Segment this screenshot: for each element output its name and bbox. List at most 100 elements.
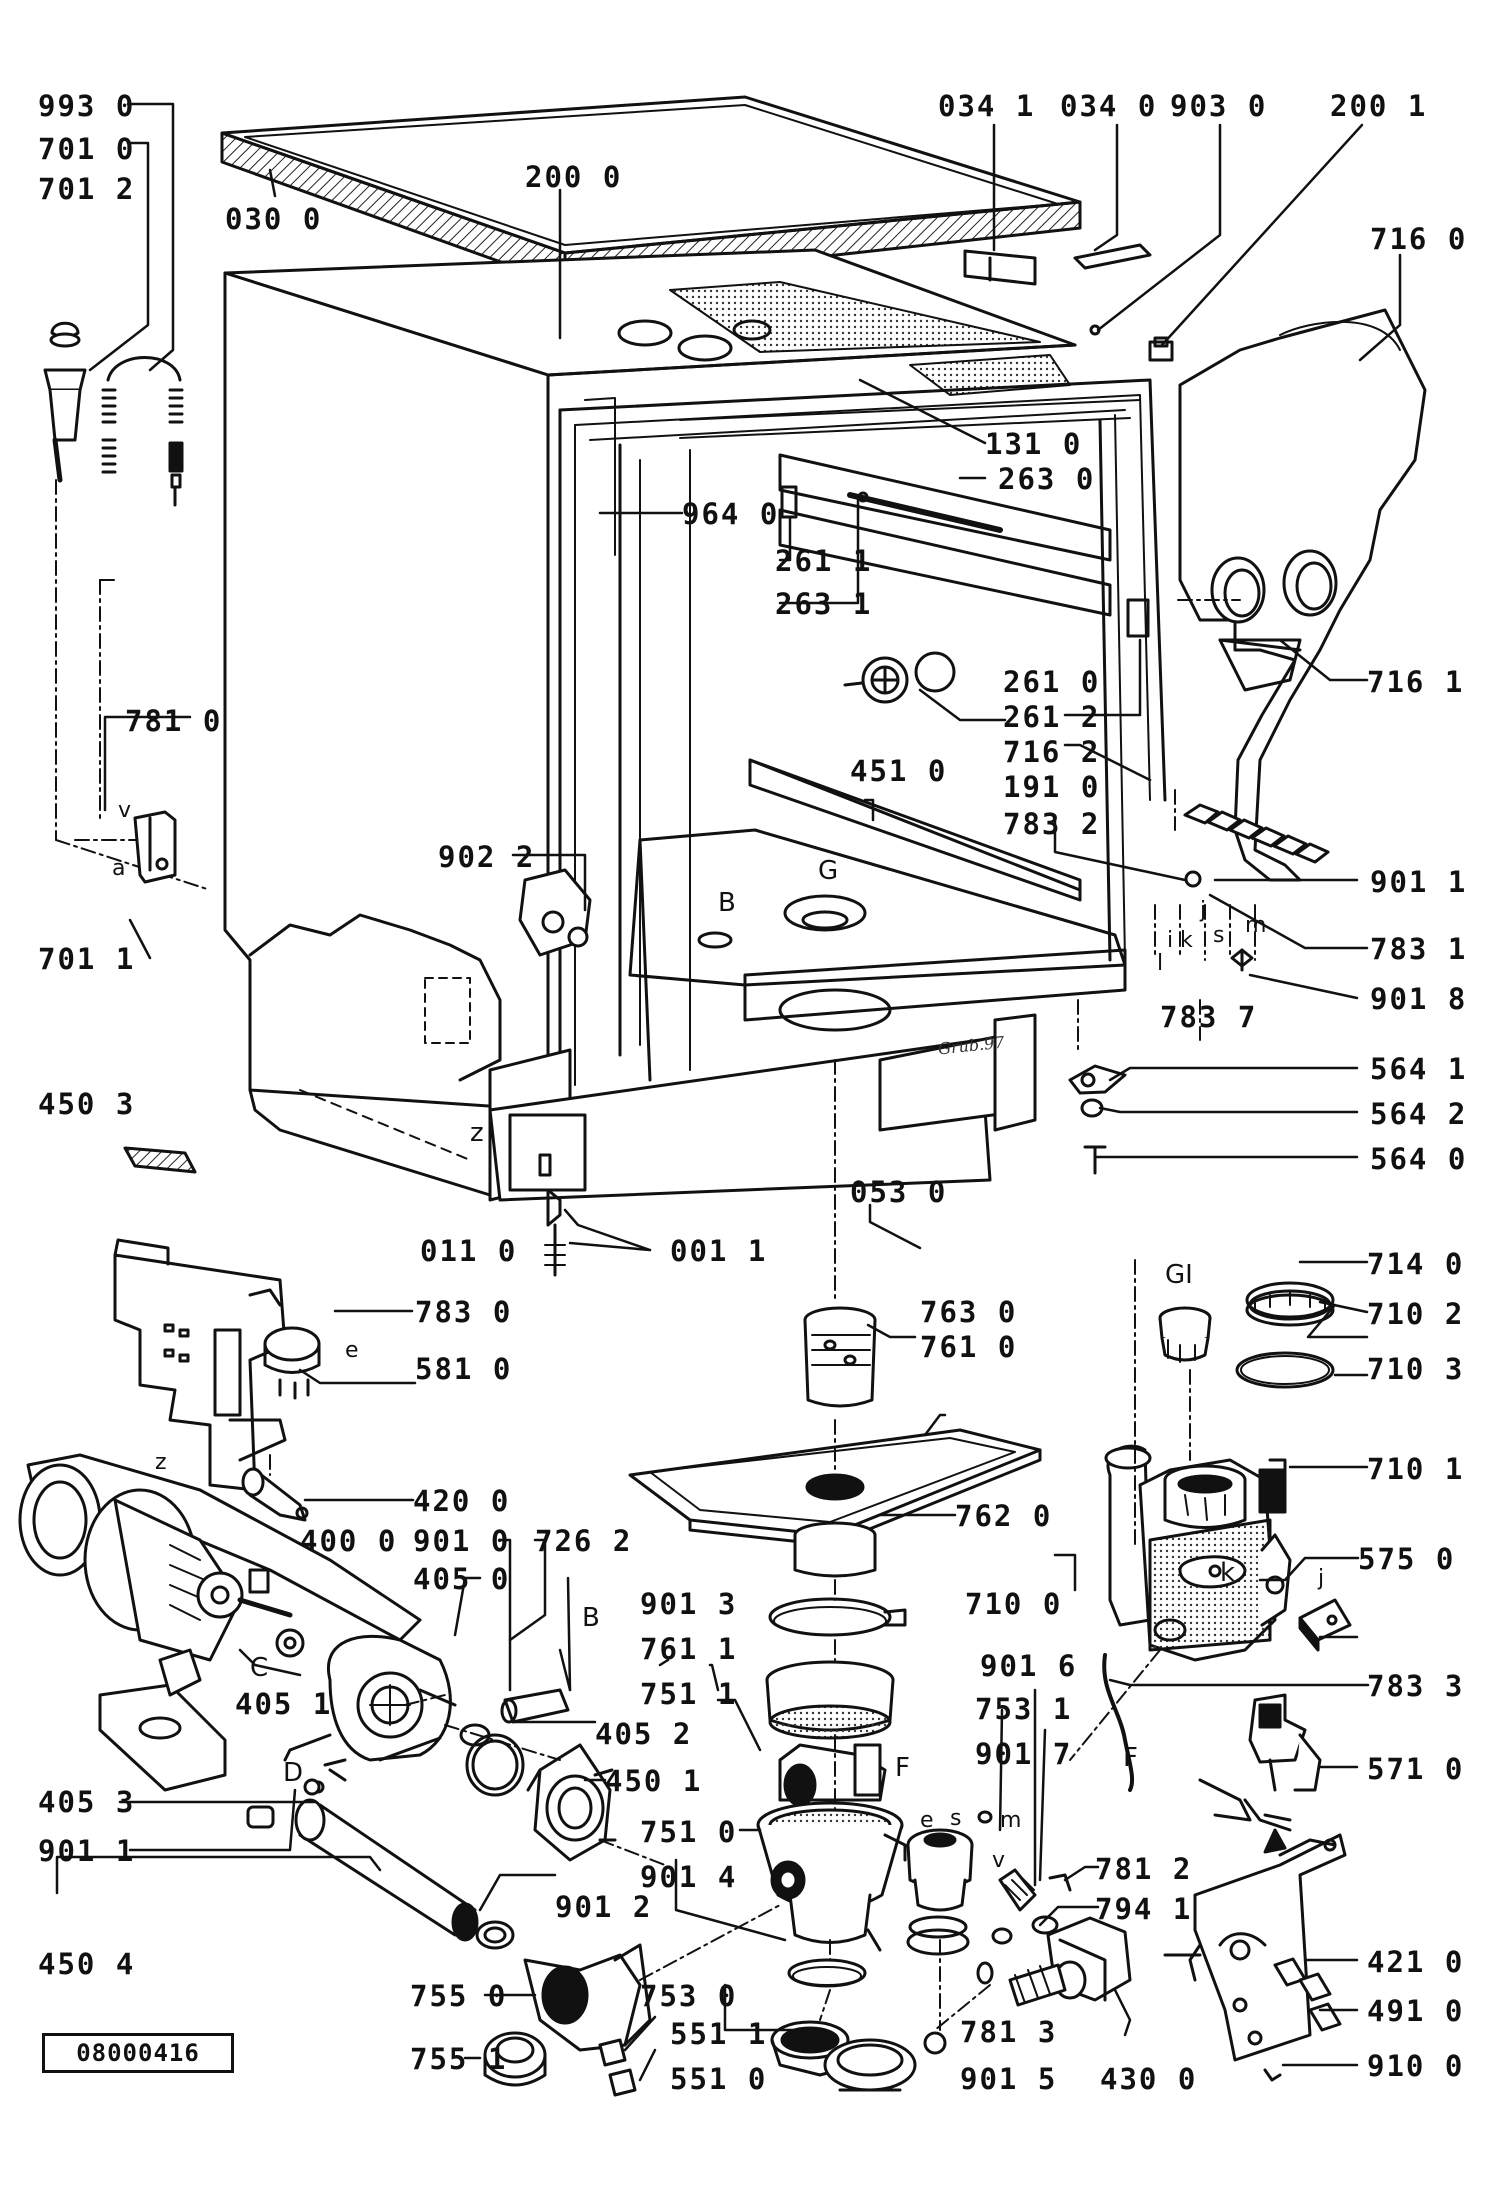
sump-housing — [756, 1743, 907, 1952]
ref-letter-i: i — [1167, 928, 1174, 953]
callout-001-1: 001 1 — [670, 1234, 768, 1268]
callout-716-1: 716 1 — [1367, 665, 1465, 699]
callout-716-2: 716 2 — [1003, 735, 1101, 769]
ref-letter-c: C — [250, 1653, 269, 1683]
ref-letter-e-top: e — [345, 1338, 359, 1363]
callout-551-0: 551 0 — [670, 2062, 768, 2096]
ref-letter-s-bottom: s — [950, 1806, 962, 1831]
drain-hose — [294, 1798, 479, 1942]
callout-581-0: 581 0 — [415, 1352, 513, 1386]
assembly-centerlines — [55, 479, 1256, 2031]
callout-753-0: 753 0 — [640, 1979, 738, 2013]
pump-seals — [246, 1688, 570, 1829]
callout-034-1: 034 1 — [938, 89, 1036, 123]
ventilation-grille — [123, 1146, 197, 1174]
callout-450-1: 450 1 — [605, 1764, 703, 1798]
ref-letter-b-top: B — [718, 888, 736, 918]
callout-901-0: 901 0 — [413, 1524, 511, 1558]
callout-783-7: 783 7 — [1160, 1000, 1258, 1034]
callout-405-0: 405 0 — [413, 1562, 511, 1596]
water-softener — [1104, 1444, 1292, 1662]
ref-letter-l: l — [1157, 951, 1164, 976]
ref-letter-z-bottom: z — [155, 1450, 167, 1475]
softener-connector — [1102, 1598, 1352, 1792]
cabinet-body — [223, 248, 1077, 1112]
callout-761-1: 761 1 — [640, 1632, 738, 1666]
callout-200-0: 200 0 — [525, 160, 623, 194]
drain-cap — [483, 2031, 547, 2087]
sump-ring-7611 — [765, 1660, 895, 1740]
pump-coupling — [526, 1743, 617, 1862]
callout-901-8: 901 8 — [1370, 982, 1468, 1016]
ref-letter-m-bottom: m — [1000, 1808, 1022, 1833]
ref-letter-gi: GI — [1165, 1260, 1193, 1290]
sump-seal-ring — [787, 1958, 867, 1988]
ref-letter-e-bottom: e — [920, 1808, 934, 1833]
inlet-hose-parts — [43, 321, 184, 884]
callout-701-1: 701 1 — [38, 942, 136, 976]
ref-letter-b-bottom: B — [582, 1603, 600, 1633]
ref-letter-k-bottom: k — [1220, 1558, 1236, 1588]
wash-motor — [18, 1453, 422, 1662]
callout-131-0: 131 0 — [985, 427, 1083, 461]
callout-901-3: 901 3 — [640, 1587, 738, 1621]
callout-993-0: 993 0 — [38, 89, 136, 123]
leader-lines — [55, 102, 1402, 2082]
callout-491-0: 491 0 — [1367, 1994, 1465, 2028]
callout-901-7: 901 7 — [975, 1737, 1073, 1771]
ref-letter-k-top: k — [1180, 928, 1193, 953]
spring-clips — [976, 1868, 1072, 1985]
callout-564-0: 564 0 — [1370, 1142, 1468, 1176]
ref-letter-d: D — [283, 1758, 304, 1788]
sump-base-7530 — [770, 2020, 947, 2092]
callout-261-0: 261 0 — [1003, 665, 1101, 699]
softener-ring — [1235, 1351, 1335, 1389]
callout-755-0: 755 0 — [410, 1979, 508, 2013]
callout-261-1: 261 1 — [775, 544, 873, 578]
callout-451-0: 451 0 — [850, 754, 948, 788]
terminal-connectors — [1183, 803, 1330, 972]
callout-726-2: 726 2 — [535, 1524, 633, 1558]
callout-714-0: 714 0 — [1367, 1247, 1465, 1281]
callout-405-1: 405 1 — [235, 1687, 333, 1721]
tub-rails — [778, 453, 1150, 704]
detergent-valve — [1008, 1916, 1132, 2007]
callout-405-3: 405 3 — [38, 1785, 136, 1819]
callout-261-2: 261 2 — [1003, 700, 1101, 734]
callout-430-0: 430 0 — [1100, 2062, 1198, 2096]
callout-564-1: 564 1 — [1370, 1052, 1468, 1086]
callout-716-0: 716 0 — [1370, 222, 1468, 256]
callout-781-2: 781 2 — [1095, 1852, 1193, 1886]
water-valve-clamp — [1068, 1064, 1127, 1175]
callout-755-1: 755 1 — [410, 2042, 508, 2076]
callout-710-1: 710 1 — [1367, 1452, 1465, 1486]
callout-794-1: 794 1 — [1095, 1892, 1193, 1926]
callout-751-0: 751 0 — [640, 1815, 738, 1849]
ref-letter-z-top: z — [470, 1118, 484, 1148]
drain-plugs — [598, 2038, 637, 2097]
ref-letter-v-bottom: v — [992, 1848, 1006, 1873]
callout-964-0: 964 0 — [682, 497, 780, 531]
callout-910-0: 910 0 — [1367, 2049, 1465, 2083]
callout-781-0: 781 0 — [125, 704, 223, 738]
motor-base — [98, 1648, 227, 1792]
ref-letter-a: a — [112, 856, 126, 881]
callout-753-1: 753 1 — [975, 1692, 1073, 1726]
callout-034-0: 034 0 — [1060, 89, 1158, 123]
clamp-ring-9013 — [768, 1597, 907, 1637]
callout-450-4: 450 4 — [38, 1947, 136, 1981]
callout-901-5: 901 5 — [960, 2062, 1058, 2096]
ref-letter-m-top: m — [1245, 913, 1267, 938]
callout-761-0: 761 0 — [920, 1330, 1018, 1364]
ref-letter-j-bottom: j — [1318, 1566, 1325, 1591]
callout-901-4: 901 4 — [640, 1860, 738, 1894]
ref-letter-j-top: j — [1200, 898, 1207, 923]
ref-letter-f-center: F — [895, 1753, 910, 1783]
tub-bottom — [248, 758, 1127, 1202]
callout-783-0: 783 0 — [415, 1295, 513, 1329]
filter-cylinder — [803, 1306, 877, 1408]
document-number: 08000416 — [42, 2033, 234, 2073]
callout-701-0: 701 0 — [38, 132, 136, 166]
